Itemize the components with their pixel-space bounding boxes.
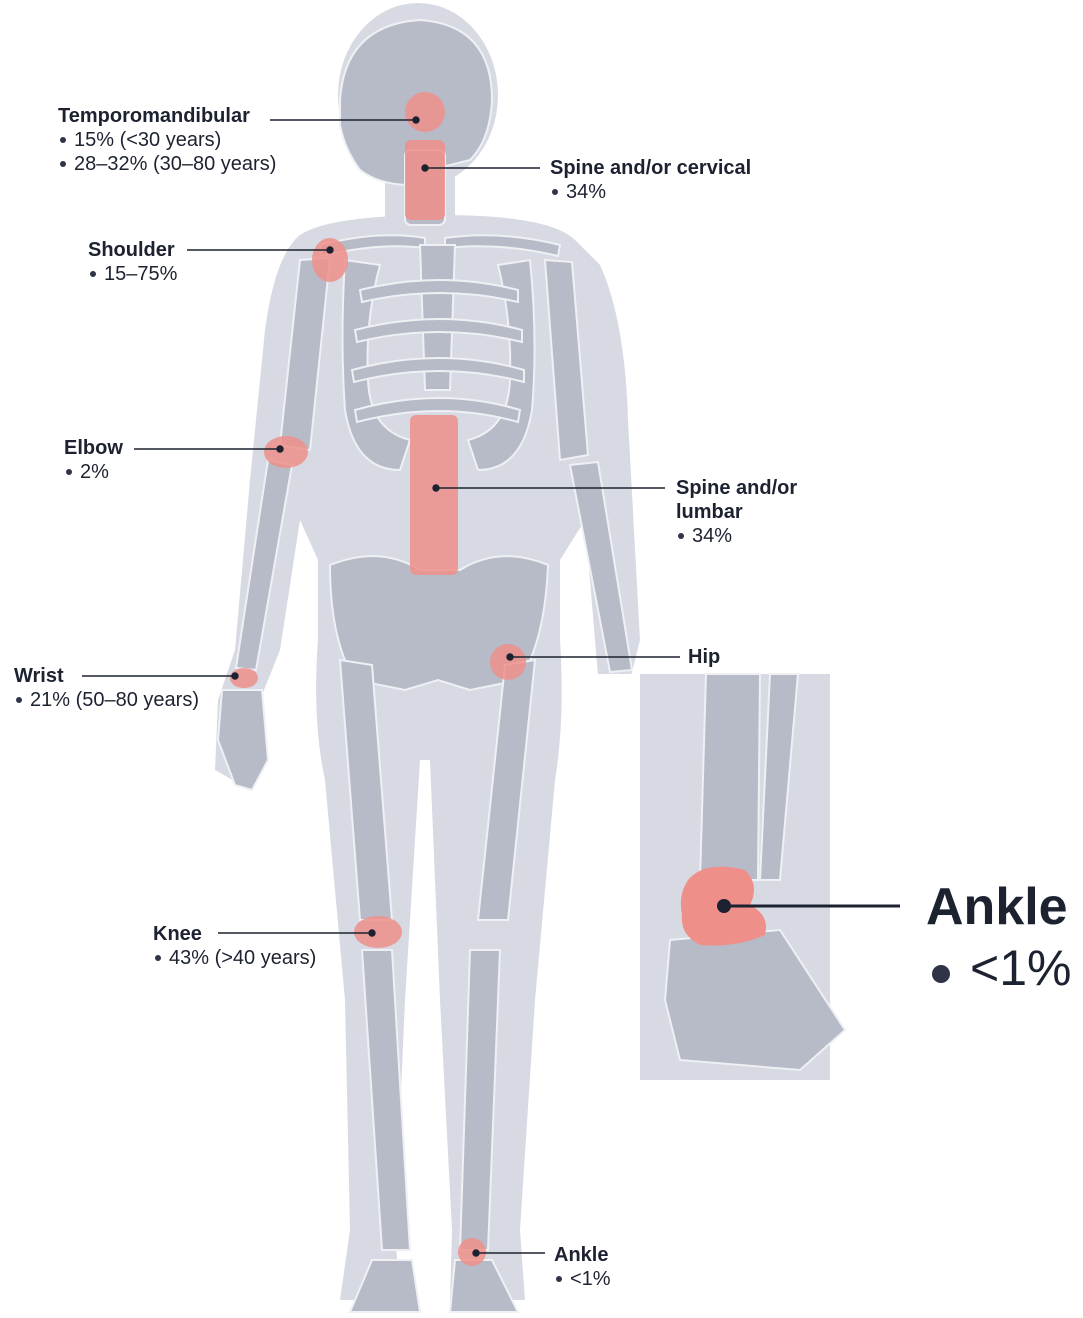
joint-name: Hip <box>688 645 720 669</box>
joint-value: <1% <box>554 1267 611 1291</box>
joint-name: Shoulder <box>88 238 177 262</box>
lumbar-label: Spine and/or lumbar 34% <box>676 476 797 548</box>
temporomandibular-label: Temporomandibular 15% (<30 years) 28–32%… <box>58 104 276 176</box>
hip-highlight <box>490 644 526 680</box>
elbow-label: Elbow 2% <box>64 436 123 484</box>
wrist-label: Wrist 21% (50–80 years) <box>14 664 199 712</box>
cervical-highlight <box>405 140 445 220</box>
joint-value: 34% <box>676 524 797 548</box>
joint-value: 2% <box>64 460 123 484</box>
inset-joint-name: Ankle <box>926 878 1071 938</box>
joint-value: 34% <box>550 180 751 204</box>
knee-label: Knee 43% (>40 years) <box>153 922 316 970</box>
joint-name: Temporomandibular <box>58 104 276 128</box>
joint-name: Wrist <box>14 664 199 688</box>
temporomandibular-highlight <box>405 92 445 132</box>
joint-name-line: Spine and/or <box>676 476 797 500</box>
ankle-highlight <box>458 1238 486 1266</box>
joint-name: Ankle <box>554 1243 611 1267</box>
joint-name-line: lumbar <box>676 500 797 524</box>
cervical-label: Spine and/or cervical 34% <box>550 156 751 204</box>
ankle-inset-label: Ankle <1% <box>926 878 1071 998</box>
ankle-inset <box>588 674 900 1084</box>
joint-value: 15–75% <box>88 262 177 286</box>
joint-name: Knee <box>153 922 316 946</box>
knee-highlight <box>354 916 402 948</box>
shoulder-highlight <box>312 238 348 282</box>
joint-name: Spine and/or cervical <box>550 156 751 180</box>
joint-value: 15% (<30 years) <box>58 128 276 152</box>
lumbar-highlight <box>410 415 458 575</box>
elbow-highlight <box>264 436 308 468</box>
joint-name: Elbow <box>64 436 123 460</box>
shoulder-label: Shoulder 15–75% <box>88 238 177 286</box>
ankle-label: Ankle <1% <box>554 1243 611 1291</box>
joint-value: 28–32% (30–80 years) <box>58 152 276 176</box>
hip-label: Hip <box>688 645 720 669</box>
joint-value: 43% (>40 years) <box>153 946 316 970</box>
joint-value: 21% (50–80 years) <box>14 688 199 712</box>
inset-joint-value: <1% <box>926 938 1071 998</box>
